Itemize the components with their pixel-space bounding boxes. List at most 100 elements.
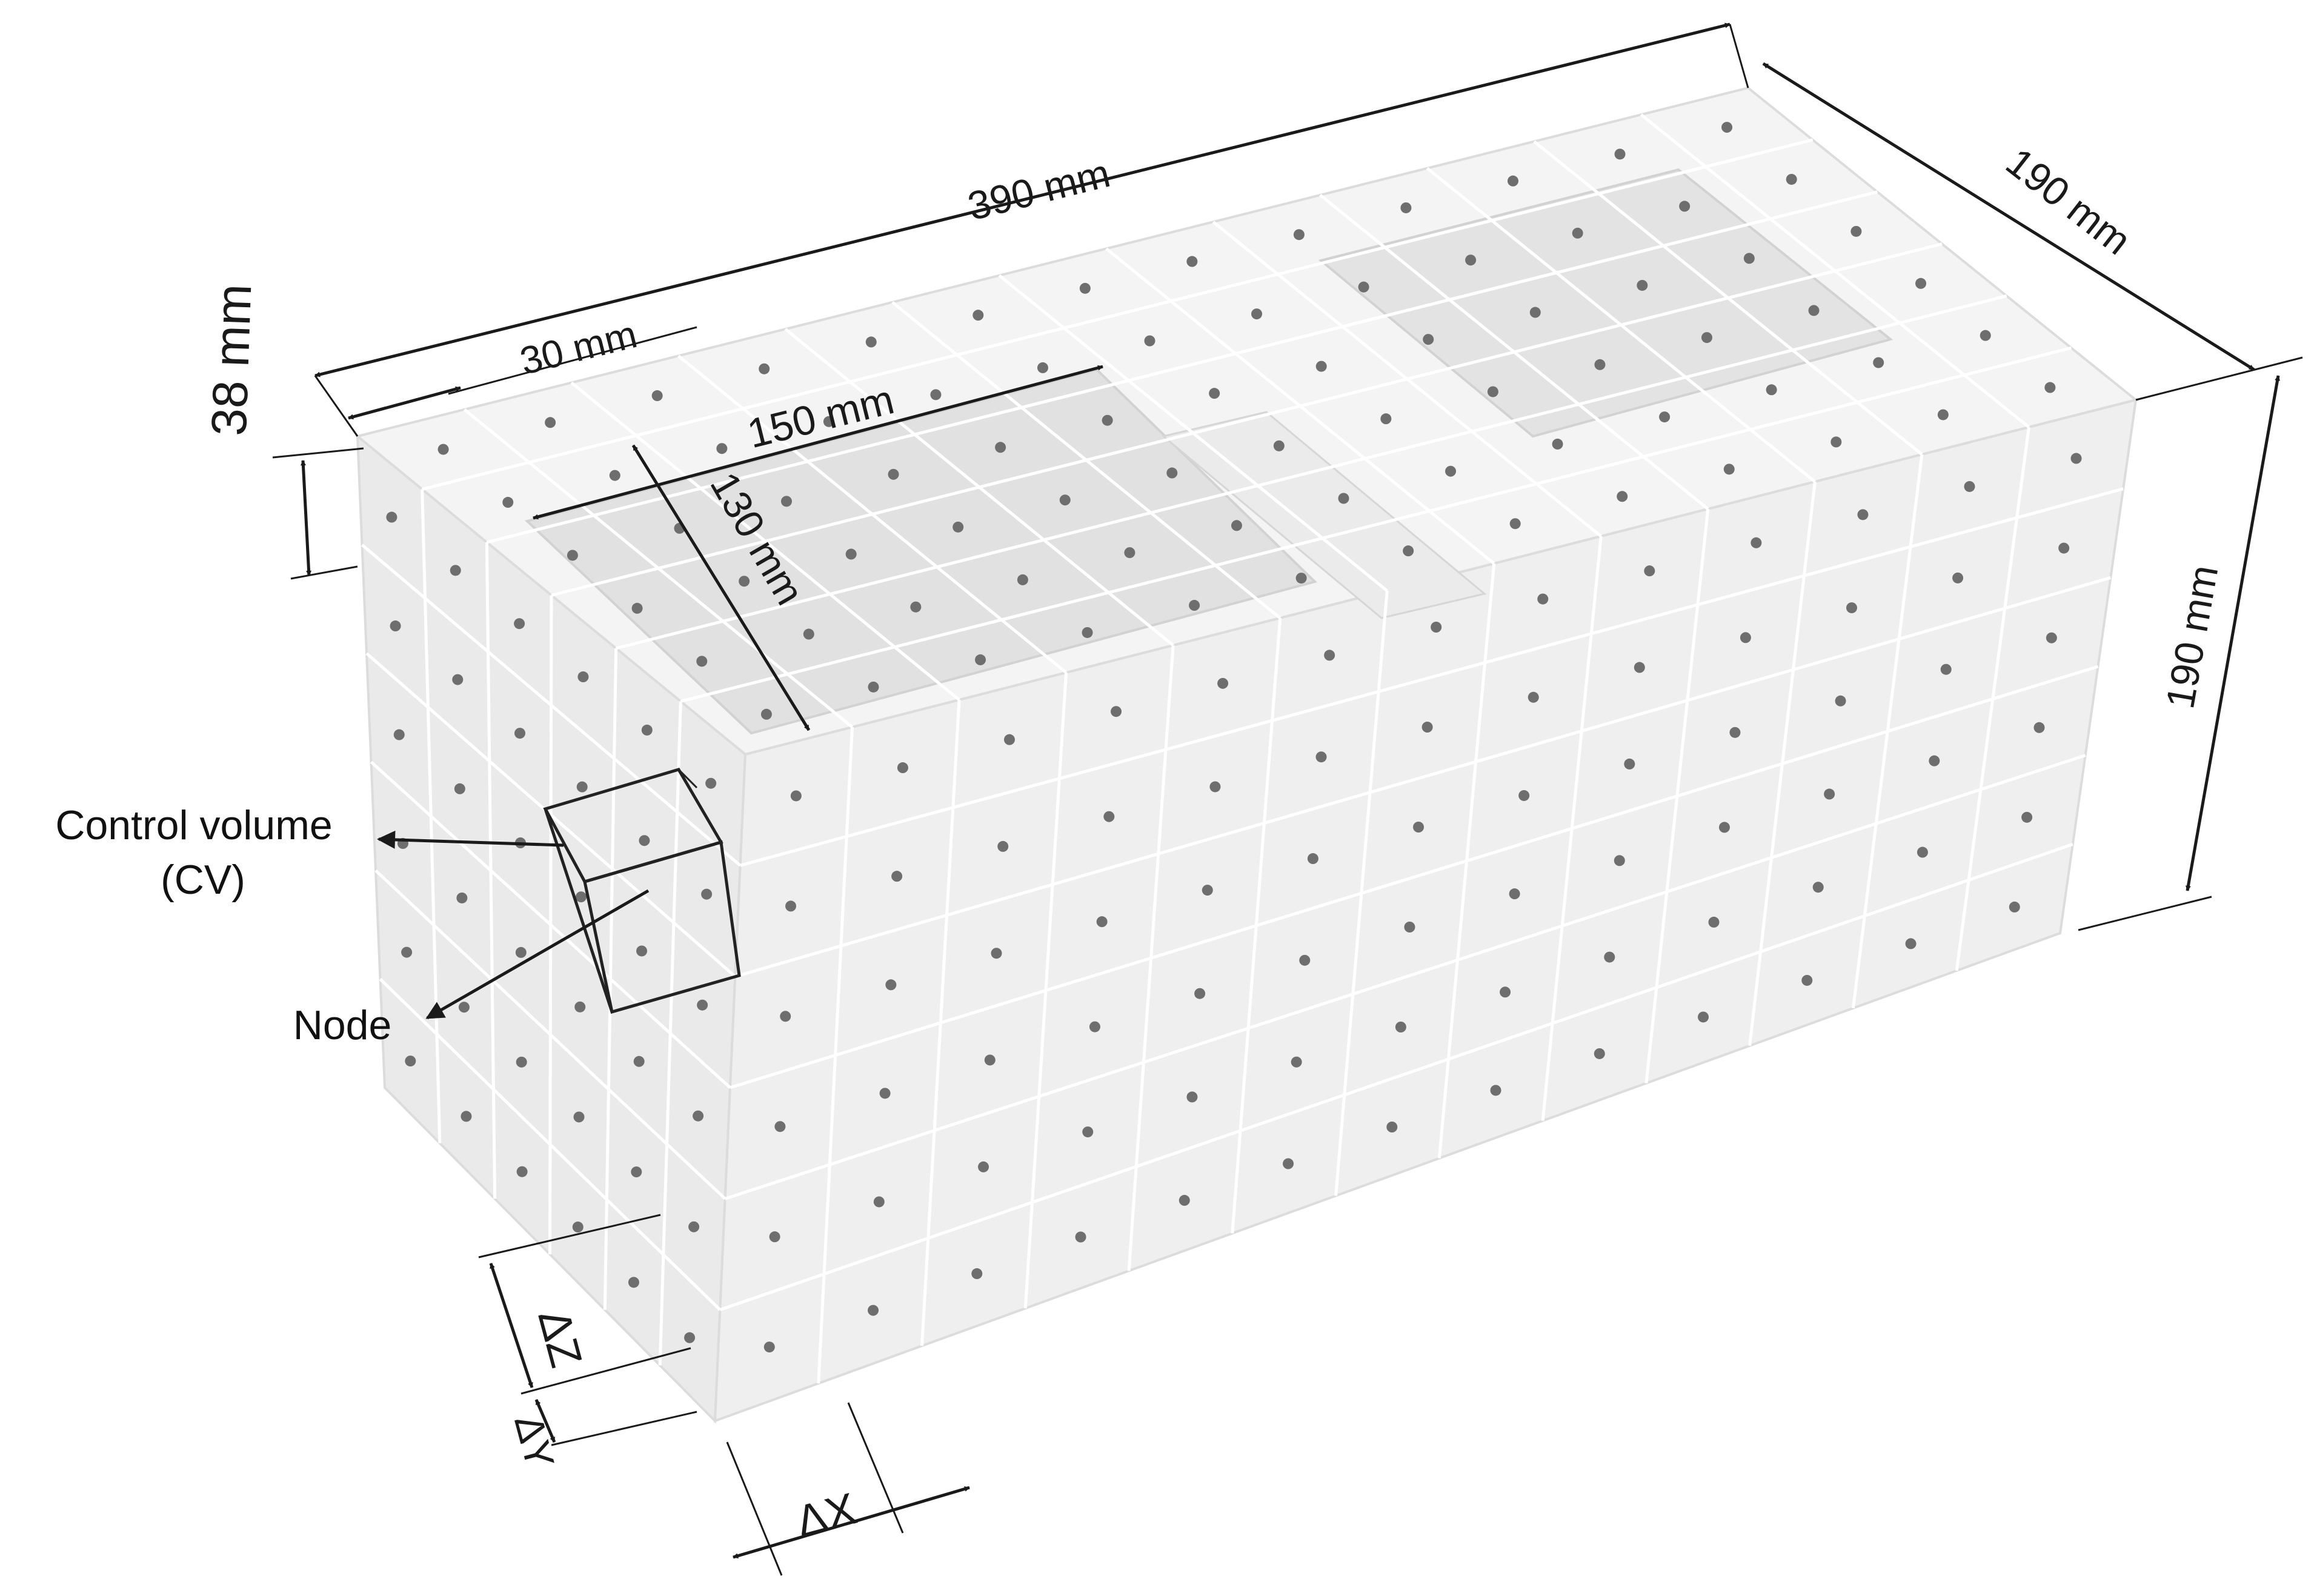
node-point [1295,573,1307,584]
grid-line [724,754,2086,1200]
node-point [641,724,653,736]
node-point [1315,751,1327,763]
node-point [460,1111,472,1122]
dim-line-30 [348,386,461,420]
node-point [1111,706,1122,717]
node-point [458,1002,470,1013]
node-point [1740,632,1751,643]
node-point [1786,173,1797,185]
dim-label-dz: ΔZ [528,1304,592,1372]
node-point [1701,332,1712,344]
node-point [1251,308,1263,320]
node-point [1509,888,1520,900]
node-point [1743,253,1755,264]
node-point [1075,1231,1086,1243]
node-point [696,656,708,667]
node-point [774,1121,786,1132]
node-point [1103,811,1115,822]
node-point [1315,361,1327,372]
node-point [1624,758,1635,770]
node-point [502,497,514,508]
grid-line [680,346,2072,703]
node-point [701,888,713,900]
control-volume-label: Control volume [55,802,332,848]
node-point [1400,202,1412,213]
node-point [1698,1011,1709,1023]
dim-label-190-depth: 190 mm [1998,139,2139,263]
grid-line [361,544,742,867]
node-point [1423,334,1434,345]
node-point [995,442,1006,453]
node-point [1358,281,1369,293]
node-point [975,654,986,665]
node-point [716,443,728,454]
node-point [1421,722,1433,733]
node-point [1324,650,1335,661]
node-point [1124,547,1135,559]
node-point [516,1056,527,1068]
node-point [888,468,899,480]
node-point [1404,922,1415,933]
node-point [576,781,588,793]
node-point [1940,663,1952,675]
node-point [1189,600,1200,611]
node-point [984,1054,996,1066]
node-point [1721,122,1733,133]
node-point [636,945,648,957]
node-point [2046,632,2057,643]
front-face-grid [719,427,2124,1384]
node-point [1937,409,1949,421]
masonry-block [354,86,2139,1424]
node-point [1500,986,1511,998]
node-point [609,470,620,481]
node-point [1338,493,1349,504]
node-point [1082,1126,1094,1138]
node-point [1209,388,1220,399]
node-point [930,389,942,401]
node-point [1766,384,1777,396]
node-label: Node [293,1002,392,1048]
grid-line [740,487,2124,867]
node-point [1490,1085,1501,1096]
node-point [1003,734,1015,745]
node-point [1750,537,1762,548]
node-point [1857,509,1869,520]
dim-line-190-height [2185,375,2281,891]
node-point [1679,201,1691,212]
node-point [845,548,857,560]
node-point [572,1222,583,1233]
node-point [516,1166,528,1177]
node-point [693,1110,704,1122]
node-point [1166,467,1178,479]
node-point [1637,279,1648,291]
node-point [780,1011,791,1022]
node-point [1915,278,1927,289]
node-point [1614,148,1626,160]
node-point [2021,811,2033,823]
node-point [910,601,922,613]
grid-line [370,760,731,1089]
node-point [437,444,449,455]
node-point [1431,622,1442,633]
node-point [1594,359,1606,370]
left-face-grid [361,489,742,1366]
node-point [684,1332,696,1343]
node-point [1572,227,1583,239]
node-point [1529,307,1541,318]
node-point [971,1268,983,1280]
node-point [1273,440,1285,451]
node-point [1917,846,1928,858]
node-point [868,681,879,693]
node-point [790,790,802,802]
node-point [2009,901,2020,913]
dim-line-150 [533,365,1103,520]
node-point [1812,882,1824,893]
node-point [452,674,464,685]
dim-line-390 [314,22,1731,377]
node-point [1291,1056,1302,1068]
node-point [785,900,797,912]
node-point [390,620,401,632]
node-point [1594,1048,1605,1059]
node-point [1465,254,1477,266]
